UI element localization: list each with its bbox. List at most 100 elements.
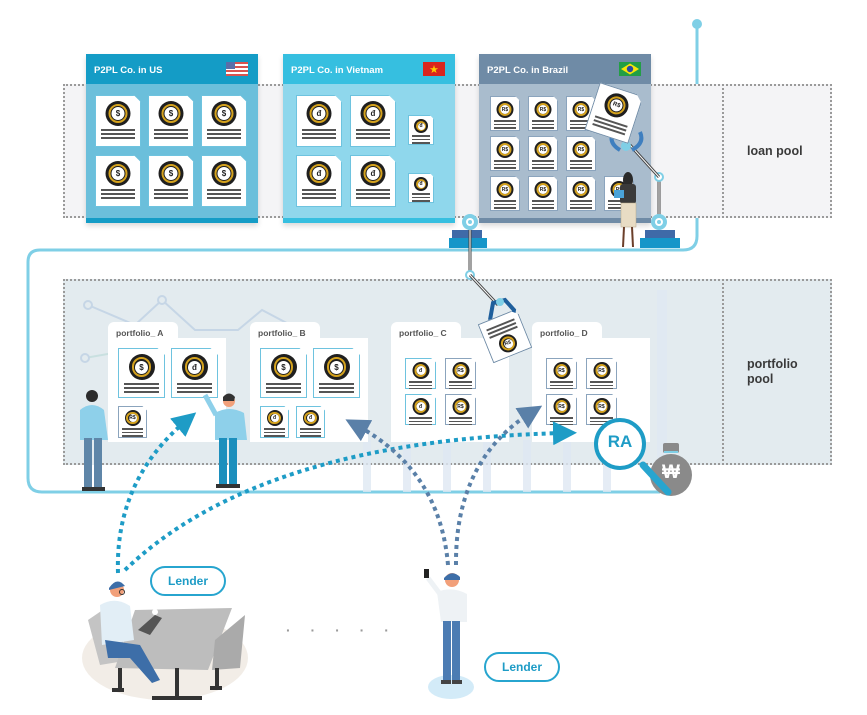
portfolio-pool-label: portfolio pool bbox=[747, 357, 798, 386]
loan-document-brazil[interactable]: R$ bbox=[528, 96, 558, 131]
document-text-lines bbox=[302, 129, 336, 141]
loan-document-us[interactable]: $ bbox=[201, 95, 247, 147]
currency-symbol: đ bbox=[417, 180, 425, 188]
currency-symbol: đ bbox=[312, 107, 326, 120]
loan-document-brazil[interactable]: R$ bbox=[566, 136, 596, 171]
document-text-lines bbox=[207, 189, 241, 201]
lender-badge-1[interactable]: Lender bbox=[150, 566, 226, 596]
portfolio-loan-document[interactable]: $ bbox=[260, 348, 307, 398]
loan-document-us[interactable]: $ bbox=[95, 155, 141, 207]
document-text-lines bbox=[122, 428, 143, 438]
currency-symbol: $ bbox=[217, 167, 231, 180]
portfolio-loan-document[interactable]: R$ bbox=[445, 394, 476, 425]
portfolio-loan-document[interactable]: đ bbox=[405, 358, 436, 389]
currency-symbol: R$ bbox=[500, 185, 510, 194]
currency-symbol: $ bbox=[164, 167, 178, 180]
currency-symbol: đ bbox=[416, 366, 425, 375]
portfolio-loan-document[interactable]: đ bbox=[296, 406, 325, 438]
coin-icon: đ bbox=[306, 161, 332, 186]
document-text-lines bbox=[356, 189, 390, 201]
document-text-lines bbox=[300, 428, 321, 438]
analyst-man-left-figure bbox=[80, 390, 108, 491]
portfolio-c-tab[interactable]: portfolio_ C bbox=[391, 322, 461, 342]
document-text-lines bbox=[266, 383, 301, 395]
portfolio-loan-document[interactable]: R$ bbox=[445, 358, 476, 389]
document-text-lines bbox=[409, 381, 432, 389]
arrow-lender2-to-portfolio-d bbox=[453, 405, 543, 566]
loan-document-us[interactable]: $ bbox=[95, 95, 141, 147]
loan-document-brazil[interactable]: R$ bbox=[490, 96, 520, 131]
portfolio-loan-document[interactable]: R$ bbox=[586, 394, 617, 425]
currency-symbol: R$ bbox=[557, 366, 566, 375]
loan-document-vietnam[interactable]: đ bbox=[408, 173, 434, 203]
currency-symbol: R$ bbox=[538, 185, 548, 194]
company-header-brazil: P2PL Co. in Brazil bbox=[479, 54, 651, 84]
portfolio-a-tab[interactable]: portfolio_ A bbox=[108, 322, 178, 342]
loan-document-brazil[interactable]: R$ bbox=[528, 136, 558, 171]
currency-symbol: R$ bbox=[576, 145, 586, 154]
us-flag-icon bbox=[226, 62, 248, 76]
currency-symbol: đ bbox=[366, 167, 380, 180]
portfolio-loan-document[interactable]: đ bbox=[405, 394, 436, 425]
currency-symbol: $ bbox=[164, 107, 178, 120]
coin-icon: đ bbox=[360, 161, 386, 186]
coin-icon: đ bbox=[266, 410, 283, 426]
loan-document-us[interactable]: $ bbox=[148, 155, 194, 207]
lender-label-1: Lender bbox=[167, 574, 208, 588]
loan-document-vietnam[interactable]: đ bbox=[296, 95, 342, 147]
portfolio-loan-document[interactable]: đ bbox=[171, 348, 218, 398]
coin-icon: R$ bbox=[572, 101, 590, 118]
portfolio-loan-document[interactable]: $ bbox=[118, 348, 165, 398]
loan-document-brazil[interactable]: R$ bbox=[528, 176, 558, 211]
document-text-lines bbox=[101, 129, 135, 141]
coin-icon: $ bbox=[270, 354, 297, 380]
loan-document-brazil[interactable]: R$ bbox=[490, 136, 520, 171]
document-text-lines bbox=[570, 120, 592, 131]
loan-document-brazil[interactable]: R$ bbox=[566, 176, 596, 211]
document-text-lines bbox=[101, 189, 135, 201]
coin-icon: đ bbox=[412, 398, 429, 415]
portfolio-loan-document[interactable]: R$ bbox=[546, 358, 577, 389]
currency-symbol: đ bbox=[188, 360, 201, 374]
loan-document-us[interactable]: $ bbox=[201, 155, 247, 207]
won-symbol: ₩ bbox=[662, 462, 680, 483]
loan-document-brazil[interactable]: R$ bbox=[490, 176, 520, 211]
lender-badge-2[interactable]: Lender bbox=[484, 652, 560, 682]
portfolio-loan-document[interactable]: $ bbox=[313, 348, 360, 398]
currency-symbol: R$ bbox=[456, 366, 465, 375]
currency-symbol: đ bbox=[416, 402, 425, 411]
operator-woman-figure bbox=[614, 172, 637, 248]
portfolio-loan-document[interactable]: R$ bbox=[118, 406, 147, 438]
currency-symbol: $ bbox=[330, 360, 343, 374]
coin-icon: $ bbox=[128, 354, 155, 380]
brazil-flag-icon bbox=[619, 62, 641, 76]
arrow-lender2-to-portfolio-b bbox=[345, 419, 450, 566]
coin-icon: R$ bbox=[553, 362, 570, 379]
loan-document-vietnam[interactable]: đ bbox=[408, 115, 434, 145]
portfolio-c-label: portfolio_ C bbox=[399, 328, 447, 338]
loan-document-vietnam[interactable]: đ bbox=[350, 155, 396, 207]
currency-symbol: đ bbox=[270, 414, 279, 422]
document-text-lines bbox=[411, 135, 431, 145]
portfolio-b-tab[interactable]: portfolio_ B bbox=[250, 322, 320, 342]
company-name-us: P2PL Co. in US bbox=[94, 65, 163, 76]
portfolio-loan-document[interactable]: R$ bbox=[586, 358, 617, 389]
lender-standing-figure bbox=[424, 569, 474, 699]
coin-icon: đ bbox=[414, 177, 428, 191]
document-text-lines bbox=[494, 120, 516, 131]
portfolio-loan-document[interactable]: đ bbox=[260, 406, 289, 438]
loan-document-vietnam[interactable]: đ bbox=[350, 95, 396, 147]
loan-document-us[interactable]: $ bbox=[148, 95, 194, 147]
portfolio-loan-document[interactable]: R$ bbox=[546, 394, 577, 425]
coin-icon: R$ bbox=[496, 101, 514, 118]
more-lenders-ellipsis: · · · · · bbox=[286, 622, 397, 638]
loan-document-vietnam[interactable]: đ bbox=[296, 155, 342, 207]
portfolio-d-label: portfolio_ D bbox=[540, 328, 588, 338]
coin-icon: $ bbox=[105, 161, 131, 186]
document-text-lines bbox=[319, 383, 354, 395]
currency-symbol: đ bbox=[417, 122, 425, 130]
rating-agency-label[interactable]: RA bbox=[607, 432, 633, 451]
portfolio-d-tab[interactable]: portfolio_ D bbox=[532, 322, 602, 342]
